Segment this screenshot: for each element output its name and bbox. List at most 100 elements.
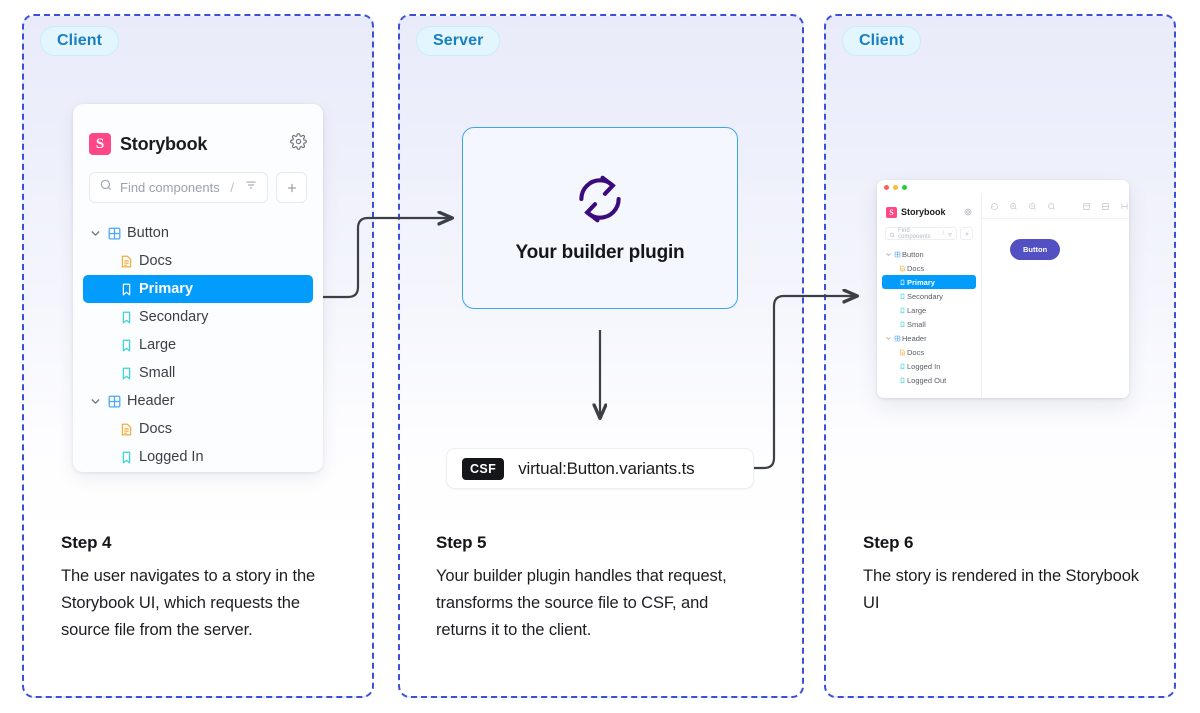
- component-icon: [103, 394, 125, 409]
- docs-icon: [897, 265, 907, 272]
- gear-icon[interactable]: [964, 203, 972, 221]
- tree-item-label: Primary: [139, 281, 194, 297]
- badge-client-left: Client: [40, 26, 120, 56]
- mini-tree-item-label: Header: [902, 333, 927, 343]
- mini-tree-item-label: Small: [907, 319, 926, 329]
- mini-tree-item-secondary[interactable]: Secondary: [882, 289, 976, 303]
- chevron-down-icon[interactable]: [884, 335, 892, 342]
- docs-icon: [115, 254, 137, 269]
- story-icon: [115, 282, 137, 297]
- mini-tree-item-label: Large: [907, 305, 927, 315]
- search-input[interactable]: Find components /: [885, 227, 957, 240]
- storybook-logo-icon: S: [89, 133, 111, 155]
- remount-icon[interactable]: [990, 198, 999, 216]
- mini-search-row: Find components /: [882, 221, 976, 240]
- mini-storybook-title: Storybook: [901, 207, 946, 217]
- builder-plugin-label: Your builder plugin: [515, 241, 685, 263]
- grid-icon[interactable]: [1101, 198, 1110, 216]
- tree-item-label: Docs: [139, 421, 173, 437]
- maximize-traffic-light-icon[interactable]: [902, 185, 907, 190]
- mini-tree-item-docs[interactable]: Docs: [882, 261, 976, 275]
- chevron-down-icon[interactable]: [87, 227, 103, 240]
- step-block-6: Step 6 The story is rendered in the Stor…: [863, 533, 1153, 617]
- csf-file-box: CSF virtual:Button.variants.ts: [446, 448, 754, 489]
- mini-tree-item-label: Button: [902, 249, 924, 259]
- story-icon: [115, 338, 137, 353]
- step-block-4: Step 4 The user navigates to a story in …: [61, 533, 351, 644]
- filter-icon[interactable]: [244, 178, 258, 197]
- tree-item-small[interactable]: Small: [83, 359, 313, 387]
- gear-icon[interactable]: [290, 133, 307, 155]
- mini-tree-item-large[interactable]: Large: [882, 303, 976, 317]
- tree-item-button[interactable]: Button: [83, 219, 313, 247]
- preview-canvas: Button: [982, 195, 1129, 398]
- zoom-reset-icon[interactable]: [1047, 198, 1056, 216]
- preview-button[interactable]: Button: [1010, 239, 1061, 260]
- tree-item-label: Header: [127, 393, 175, 409]
- mini-tree-item-docs[interactable]: Docs: [882, 345, 976, 359]
- zoom-out-icon[interactable]: [1028, 198, 1037, 216]
- story-icon: [897, 293, 907, 300]
- background-icon[interactable]: [1082, 198, 1091, 216]
- tree-item-docs[interactable]: Docs: [83, 415, 313, 443]
- docs-icon: [115, 422, 137, 437]
- mini-tree-item-small[interactable]: Small: [882, 317, 976, 331]
- search-shortcut-hint: /: [230, 180, 234, 195]
- storybook-ui-card: S Storybook Find components /: [73, 104, 323, 472]
- mini-tree-item-button[interactable]: Button: [882, 247, 976, 261]
- step-title: Step 6: [863, 533, 914, 552]
- zoom-in-icon[interactable]: [1009, 198, 1018, 216]
- search-icon: [889, 225, 895, 243]
- search-shortcut-hint: /: [942, 230, 944, 237]
- mini-tree-item-header[interactable]: Header: [882, 331, 976, 345]
- tree-item-docs[interactable]: Docs: [83, 247, 313, 275]
- storybook-logo-icon: S: [886, 206, 897, 218]
- mini-tree-item-label: Docs: [907, 347, 925, 357]
- tree-item-large[interactable]: Large: [83, 331, 313, 359]
- window-body: S Storybook F: [877, 195, 1129, 398]
- search-input[interactable]: Find components /: [89, 172, 268, 203]
- tree-item-label: Logged In: [139, 449, 204, 465]
- measure-icon[interactable]: [1120, 198, 1129, 216]
- story-icon: [115, 366, 137, 381]
- add-component-button[interactable]: [960, 227, 973, 240]
- badge-server: Server: [416, 26, 501, 56]
- chevron-down-icon[interactable]: [87, 395, 103, 408]
- chevron-down-icon[interactable]: [884, 251, 892, 258]
- tree-item-secondary[interactable]: Secondary: [83, 303, 313, 331]
- window-title-bar: [877, 180, 1129, 195]
- csf-badge: CSF: [462, 457, 505, 480]
- mini-tree-item-logged-out[interactable]: Logged Out: [882, 373, 976, 387]
- search-placeholder: Find components: [120, 180, 220, 195]
- tree-item-label: Small: [139, 365, 176, 381]
- docs-icon: [897, 349, 907, 356]
- minimize-traffic-light-icon[interactable]: [893, 185, 898, 190]
- step-body: The user navigates to a story in the Sto…: [61, 567, 316, 639]
- badge-client-right: Client: [842, 26, 922, 56]
- close-traffic-light-icon[interactable]: [884, 185, 889, 190]
- preview-toolbar: [982, 195, 1129, 219]
- story-icon: [897, 307, 907, 314]
- story-icon: [115, 450, 137, 465]
- csf-file-path: virtual:Button.variants.ts: [518, 458, 695, 478]
- filter-icon[interactable]: [947, 225, 953, 243]
- tree-item-header[interactable]: Header: [83, 387, 313, 415]
- add-component-button[interactable]: [276, 172, 307, 203]
- mini-tree-item-logged-in[interactable]: Logged In: [882, 359, 976, 373]
- mini-sidebar-header: S Storybook: [882, 195, 976, 221]
- mini-tree-item-primary[interactable]: Primary: [882, 275, 976, 289]
- mini-tree-item-label: Docs: [907, 263, 925, 273]
- tree-item-label: Large: [139, 337, 177, 353]
- mini-tree-item-label: Primary: [907, 277, 935, 287]
- storybook-search-row: Find components /: [73, 162, 323, 203]
- step-title: Step 5: [436, 533, 487, 552]
- step-title: Step 4: [61, 533, 112, 552]
- tree-item-primary[interactable]: Primary: [83, 275, 313, 303]
- component-icon: [103, 226, 125, 241]
- storybook-browser-window: S Storybook F: [877, 180, 1129, 398]
- tree-item-logged-in[interactable]: Logged In: [83, 443, 313, 471]
- step-body: The story is rendered in the Storybook U…: [863, 567, 1139, 612]
- mini-tree-item-label: Logged Out: [907, 375, 947, 385]
